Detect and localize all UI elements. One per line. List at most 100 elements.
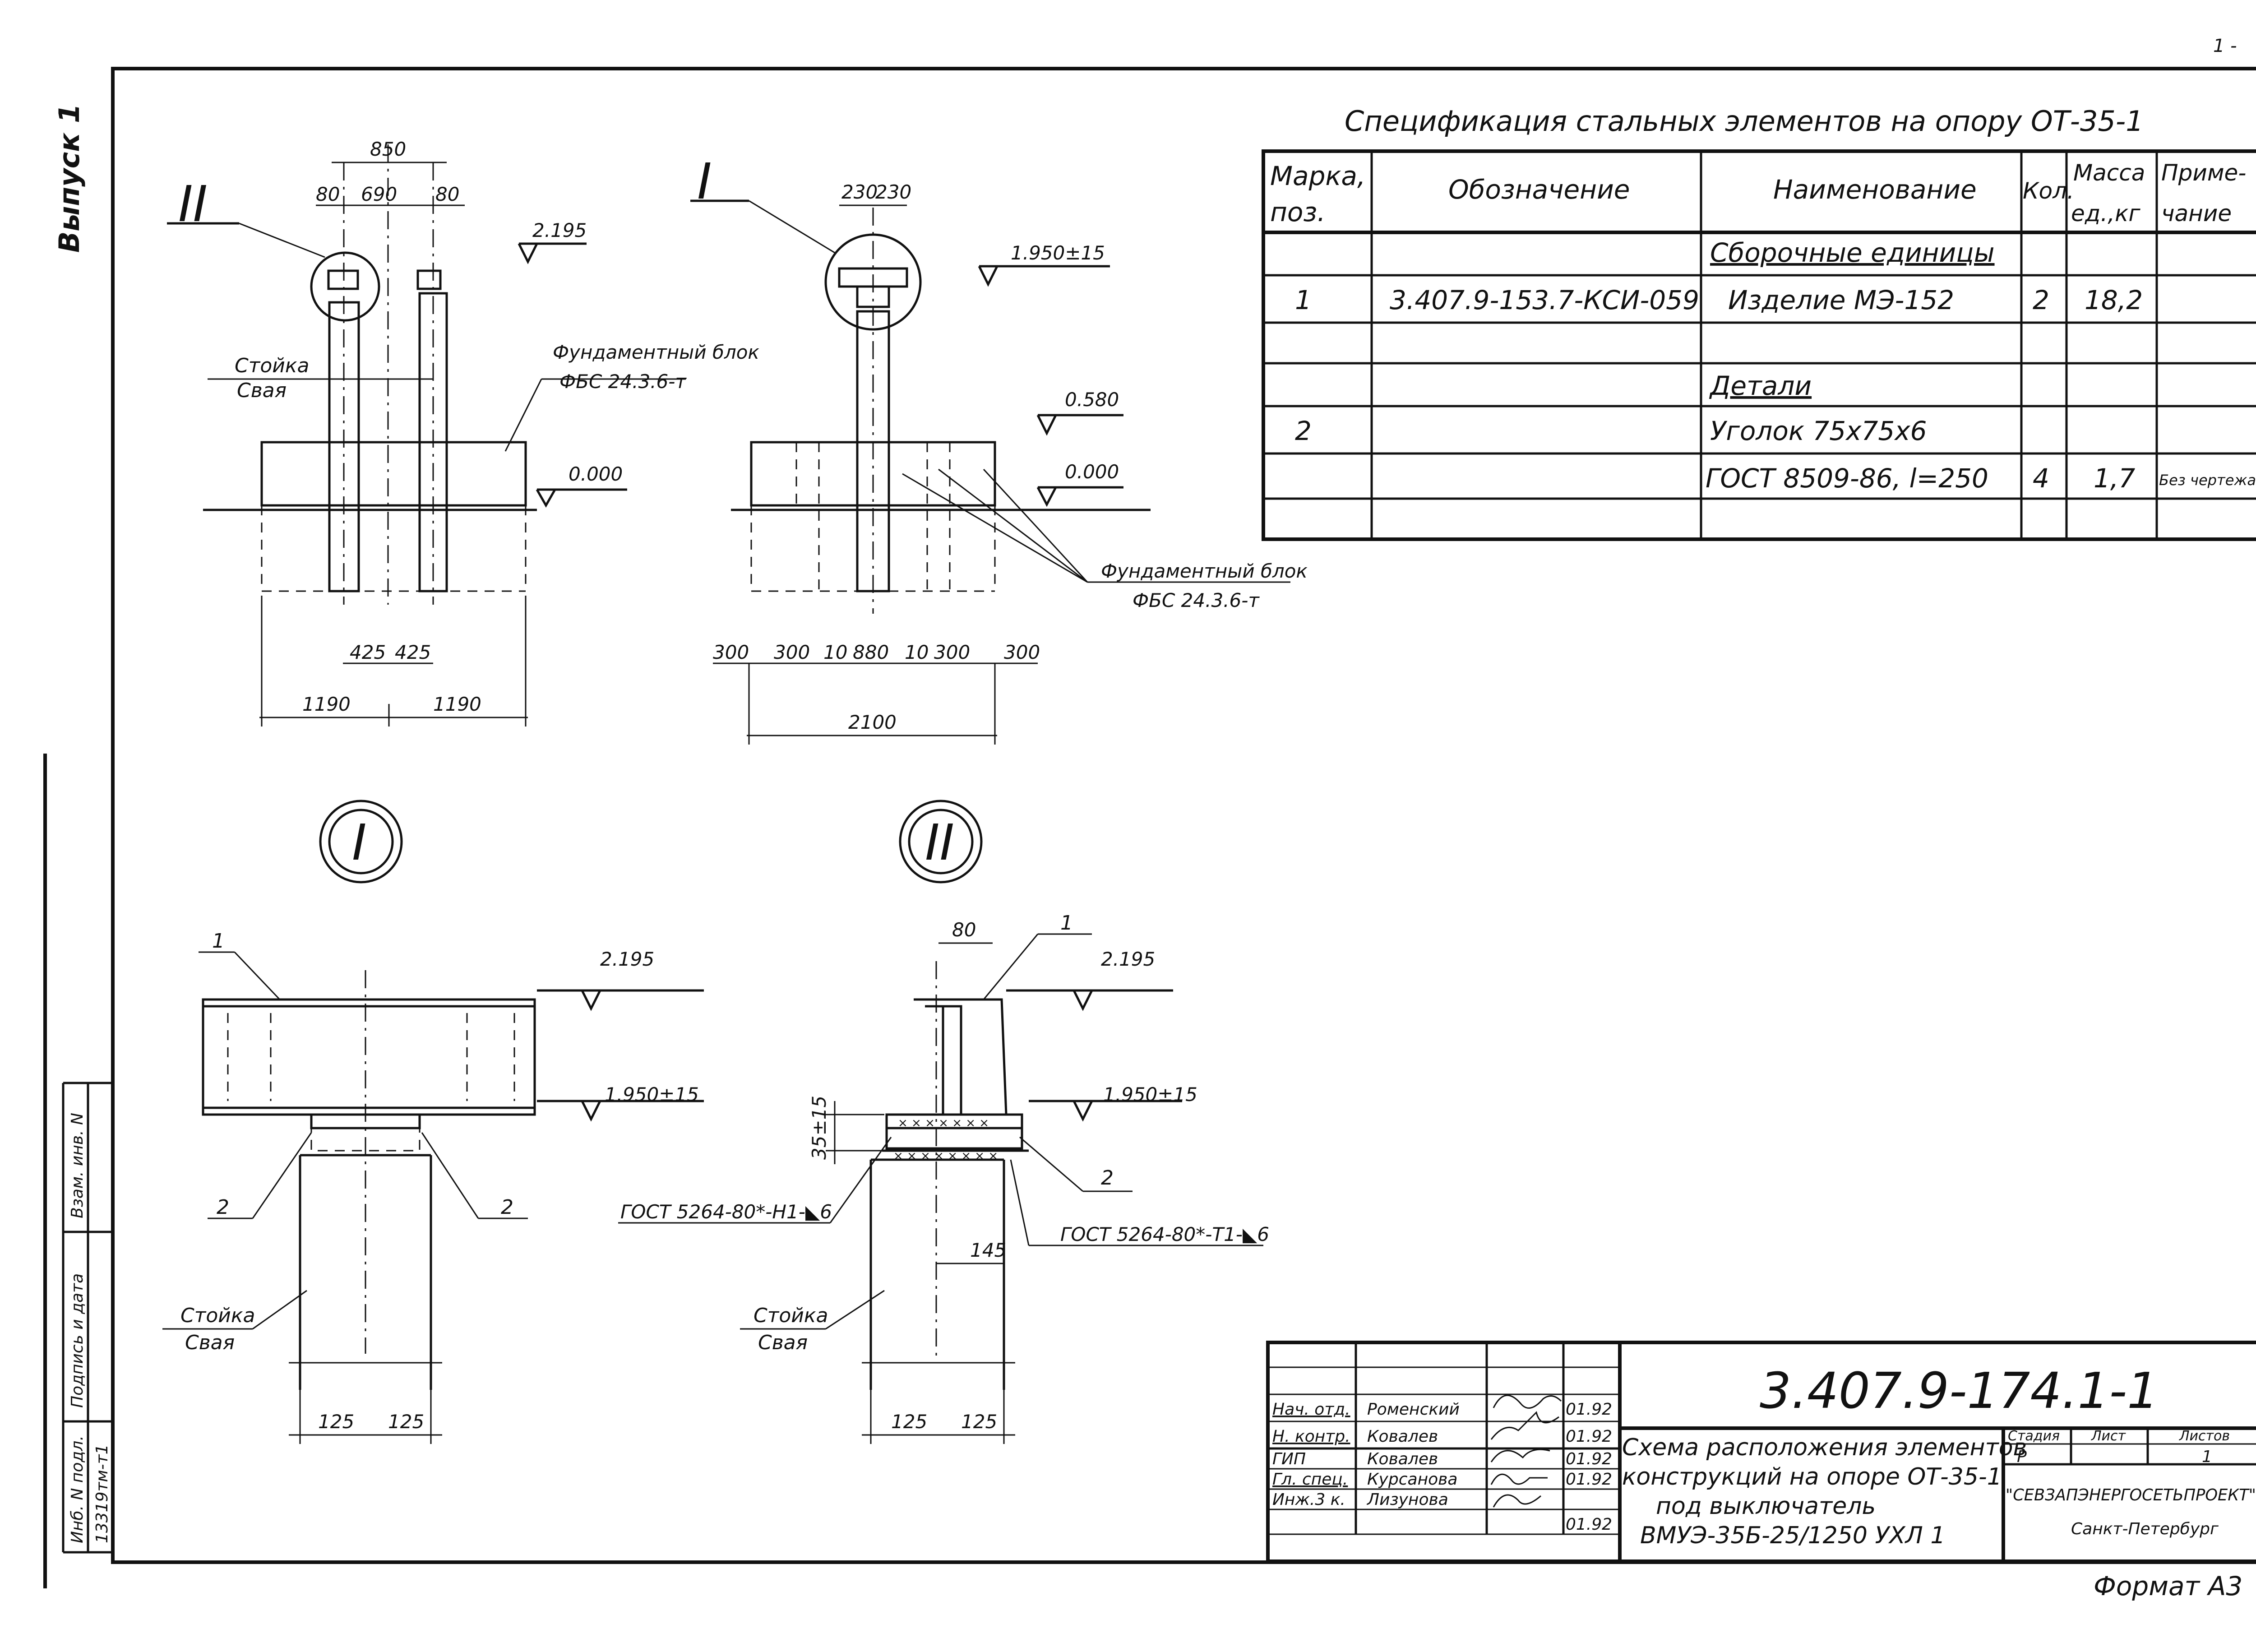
view-i-dim-300a: 300	[713, 641, 749, 663]
view-i-level-top: 1.950±15	[1011, 242, 1105, 264]
sheets-label: Листов	[2179, 1428, 2230, 1444]
detail-ii-weld-left: ГОСТ 5264-80*-Н1-◣6	[620, 1201, 832, 1223]
title-line-1: Схема расположения элементов	[1622, 1434, 2027, 1461]
detail-i-dim-125b: 125	[388, 1411, 424, 1433]
detail-i-callout-1: 1	[212, 930, 225, 953]
detail-ii-callout-1: 1	[1060, 912, 1073, 935]
staff-5-role: Инж.3 к.	[1272, 1490, 1345, 1509]
staff-4-name: Курсанова	[1367, 1470, 1457, 1489]
view-i-label-fund2: ФБС 24.3.6-т	[1133, 589, 1260, 611]
detail-ii-weld-marks-1: × × × × × × ×	[898, 1116, 989, 1130]
spec-header-designation: Обозначение	[1448, 174, 1630, 205]
staff-1-name: Роменский	[1367, 1400, 1460, 1419]
spec-row-2-mass: 18,2	[2085, 285, 2143, 315]
sheet-label: Лист	[2091, 1428, 2127, 1444]
spec-title: Спецификация стальных элементов на опору…	[1345, 105, 2144, 138]
sheet-frame	[111, 67, 2256, 1564]
view-i-level-mid: 0.580	[1065, 389, 1119, 411]
view-i-dim-230a: 230	[841, 181, 878, 203]
view-ii-level-top: 2.195	[532, 219, 587, 241]
detail-ii-dim-35: 35±15	[808, 1096, 830, 1160]
svg-text:I: I	[352, 814, 366, 871]
detail-i-level-bottom: 1.950±15	[605, 1083, 699, 1106]
detail-ii-weld-right: ГОСТ 5264-80*-Т1-◣6	[1060, 1223, 1269, 1245]
spec-header-note-2: чание	[2161, 200, 2232, 227]
detail-i-label-stoika: Стойка	[180, 1304, 255, 1327]
signature-1	[1493, 1394, 1562, 1409]
view-ii-label-fund2: ФБС 24.3.6-т	[559, 370, 687, 393]
staff-1-date: 01.92	[1566, 1400, 1612, 1419]
spec-row-2-designation: 3.407.9-153.7-КСИ-059	[1390, 285, 1699, 315]
detail-ii: × × × × × × × × × × × × × × × 80 1 2 2.1…	[618, 912, 1269, 1444]
view-ii-label-svaya: Свая	[237, 379, 287, 402]
view-ii-dim-1190b: 1190	[433, 693, 481, 715]
title-line-3: под выключатель	[1656, 1493, 1876, 1520]
doc-number: 3.407.9-174.1-1	[1760, 1362, 2159, 1420]
detail-ii-level-top: 2.195	[1101, 948, 1155, 970]
staff-3-name: Ковалев	[1367, 1450, 1438, 1468]
spec-row-1-name: Сборочные единицы	[1710, 237, 1995, 268]
signature-2	[1490, 1411, 1559, 1440]
staff-5-date: 01.92	[1566, 1515, 1612, 1534]
spec-header-mass-1: Масса	[2073, 160, 2145, 186]
spec-row-6-name: ГОСТ 8509-86, l=250	[1706, 463, 1988, 494]
spec-header-qty: Кол.	[2023, 178, 2074, 204]
sheets-value: 1	[2202, 1448, 2212, 1466]
view-i-dim-10a: 10	[823, 641, 847, 663]
detail-ii-label-stoika: Стойка	[754, 1304, 828, 1327]
side-label: Выпуск 1	[53, 104, 86, 253]
staff-2-date: 01.92	[1566, 1427, 1612, 1446]
spec-header-name: Наименование	[1773, 174, 1977, 205]
detail-ii-dim-80: 80	[952, 919, 976, 941]
corner-mark: 1 -	[2213, 36, 2237, 56]
staff-5-name: Лизунова	[1366, 1490, 1448, 1509]
staff-1-role: Нач. отд.	[1272, 1400, 1350, 1419]
inv-podl-label: Инб. N подл.	[68, 1435, 87, 1543]
view-ii-dim-80b: 80	[435, 183, 459, 205]
detail-i-label-svaya: Свая	[185, 1331, 235, 1354]
view-ii-dim-1190a: 1190	[302, 693, 351, 715]
spec-row-6-qty: 4	[2033, 463, 2049, 494]
spec-header-mark: Марка,	[1270, 161, 1365, 191]
staff-2-role: Н. контр.	[1272, 1427, 1350, 1446]
title-line-4: ВМУЭ-35Б-25/1250 УХЛ 1	[1640, 1522, 1945, 1549]
detail-i-callout-2b: 2	[501, 1196, 513, 1219]
view-i-dim-300b: 300	[774, 641, 810, 663]
view-i-elevation: I 1.950±15 0.580 0.000 230	[690, 153, 1308, 745]
vzam-inv-label: Взам. инв. N	[68, 1113, 87, 1218]
detail-ii-dim-125b: 125	[961, 1411, 997, 1433]
detail-ii-marker: II	[899, 800, 983, 884]
inv-number: 13319тм-т1	[93, 1444, 111, 1543]
stage-label: Стадия	[2008, 1428, 2060, 1444]
spec-table: Спецификация стальных элементов на опору…	[1262, 105, 2256, 541]
view-ii-dim-425a: 425	[350, 641, 386, 663]
title-block: Нач. отд. Роменский 01.92 Н. контр. Кова…	[1266, 1341, 2256, 1563]
spec-row-6-mass: 1,7	[2094, 463, 2135, 494]
staff-2-name: Ковалев	[1367, 1427, 1438, 1446]
stage-value: Р	[2017, 1448, 2027, 1466]
view-ii-dim-425b: 425	[395, 641, 431, 663]
org-name: "СЕВЗАПЭНЕРГОСЕТЬПРОЕКТ"	[2006, 1486, 2256, 1504]
view-i-dim-880: 880	[853, 641, 889, 663]
view-i-dim-2100: 2100	[848, 711, 897, 733]
detail-ii-dim-125a: 125	[891, 1411, 927, 1433]
detail-ii-dim-145: 145	[970, 1239, 1006, 1261]
detail-i-level-top: 2.195	[600, 948, 654, 970]
view-i-dim-300d: 300	[1004, 641, 1040, 663]
spec-row-2-mark: 1	[1295, 285, 1312, 315]
title-line-2: конструкций на опоре ОТ-35-1	[1622, 1463, 2002, 1490]
org-city: Санкт-Петербург	[2071, 1520, 2219, 1538]
detail-ii-label-svaya: Свая	[758, 1331, 808, 1354]
staff-3-date: 01.92	[1566, 1450, 1612, 1468]
staff-4-date: 01.92	[1566, 1470, 1612, 1489]
detail-ii-callout-2: 2	[1101, 1166, 1114, 1189]
view-ii-label-fund1: Фундаментный блок	[553, 341, 759, 363]
detail-i: 1 2 2 2.195 1.950±15 Стойка Свая 125 125	[162, 930, 704, 1444]
view-ii-dim-850: 850	[370, 138, 406, 160]
spec-row-4-name: Детали	[1709, 370, 1812, 401]
svg-text:II: II	[925, 814, 954, 871]
view-ii-label-stoika: Стойка	[235, 354, 309, 377]
left-stamp: Взам. инв. N Подпись и дата Инб. N подл.…	[43, 754, 113, 1588]
spec-row-5-mark: 2	[1295, 416, 1312, 446]
